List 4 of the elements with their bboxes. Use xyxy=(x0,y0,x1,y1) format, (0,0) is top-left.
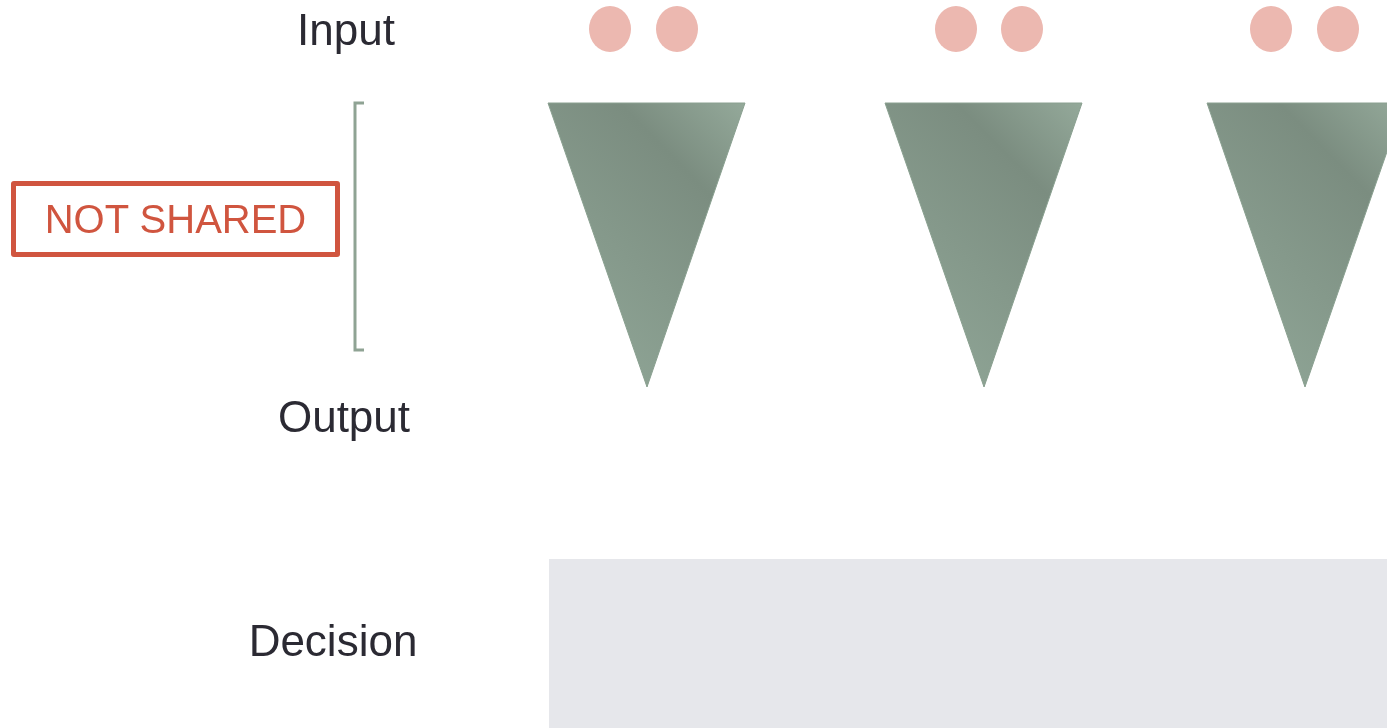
label-box: NOT SHARED xyxy=(11,181,340,257)
row-label: Decision xyxy=(248,616,418,666)
row-label: Input xyxy=(297,5,395,55)
row-label: Output xyxy=(277,392,411,442)
